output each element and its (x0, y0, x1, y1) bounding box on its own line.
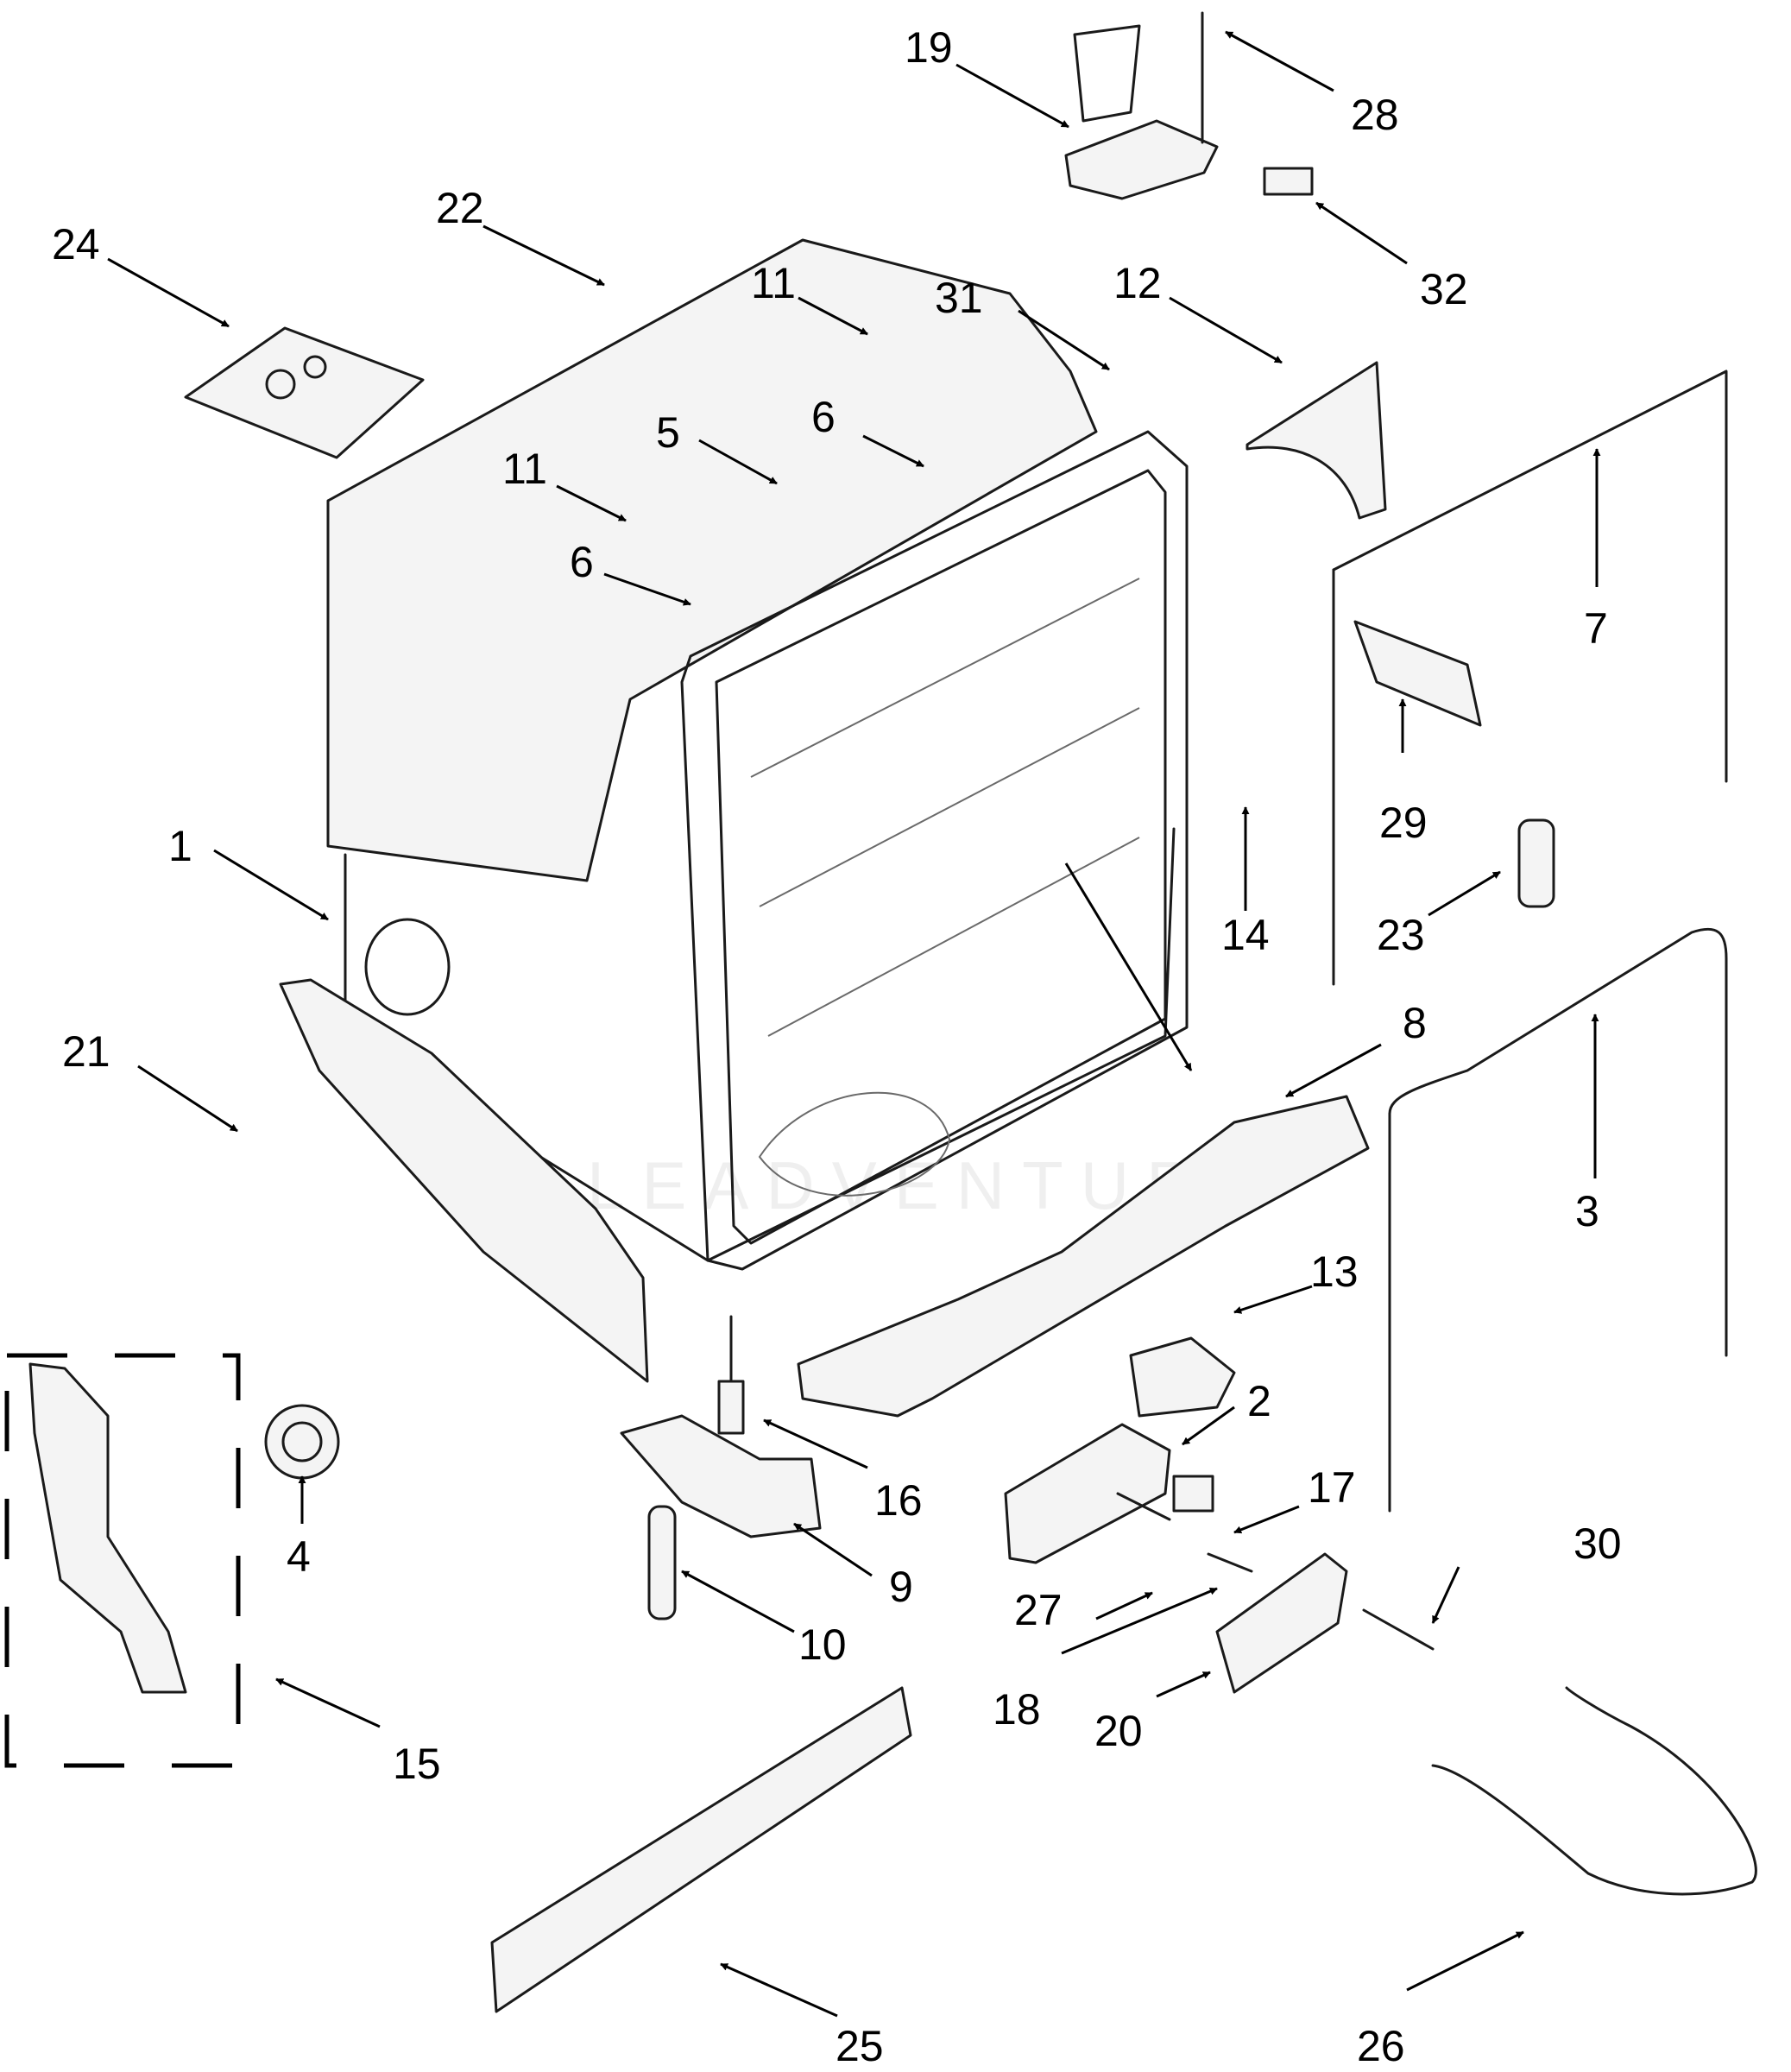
part-4-wheel (264, 1404, 340, 1480)
callout-28: 28 (1351, 91, 1399, 139)
part-12-corner-bracket (1246, 361, 1387, 520)
callout-30: 30 (1573, 1519, 1622, 1568)
callout-9: 9 (889, 1563, 913, 1611)
callout-5: 5 (656, 408, 680, 457)
part-10-tube (647, 1505, 677, 1620)
part-2-module (1004, 1423, 1171, 1564)
callout-19: 19 (905, 23, 953, 72)
callout-14: 14 (1221, 911, 1270, 959)
part-1-tub (344, 430, 1189, 1271)
callout-25: 25 (836, 2022, 884, 2070)
part-30-screw (1362, 1608, 1435, 1651)
callout-11b: 11 (502, 445, 547, 493)
part-9-bracket (620, 1414, 822, 1538)
part-13-sensor (1129, 1336, 1236, 1418)
callout-7: 7 (1584, 604, 1608, 653)
callout-labels: 1 2 3 4 5 6 6 7 8 9 10 11 11 12 13 14 15… (52, 23, 1622, 2070)
part-22-insulation-blanket (326, 238, 1098, 882)
callout-13: 13 (1310, 1248, 1359, 1296)
callout-11a: 11 (751, 259, 796, 307)
part-15-group-box (4, 1353, 241, 1768)
callout-6a: 6 (811, 393, 836, 441)
callout-16: 16 (874, 1476, 923, 1525)
callout-29: 29 (1379, 799, 1428, 847)
callout-4: 4 (287, 1532, 311, 1581)
part-19-vent (1064, 24, 1219, 200)
callout-1: 1 (168, 822, 192, 870)
callout-22: 22 (436, 184, 484, 232)
callout-20: 20 (1094, 1707, 1143, 1755)
callout-24: 24 (52, 220, 100, 268)
callout-32: 32 (1420, 265, 1468, 313)
callout-10: 10 (798, 1620, 847, 1669)
callout-17: 17 (1308, 1463, 1356, 1512)
callout-15: 15 (393, 1740, 441, 1788)
callout-31: 31 (935, 274, 983, 322)
callout-23: 23 (1377, 911, 1425, 959)
leader-lines (107, 30, 1601, 2018)
callout-12: 12 (1113, 259, 1162, 307)
callout-26: 26 (1357, 2022, 1405, 2070)
part-32-clip (1263, 167, 1314, 196)
part-27-screw (1116, 1492, 1171, 1521)
part-15-float-assembly (28, 1362, 187, 1694)
part-21-base-front (279, 978, 649, 1383)
part-3-seal (1388, 927, 1728, 1513)
callout-18: 18 (993, 1685, 1041, 1734)
part-25-toe-rail (490, 1686, 912, 2013)
part-23-rollers (1517, 818, 1555, 908)
part-7-door-gasket (1332, 370, 1728, 986)
callout-3: 3 (1575, 1187, 1599, 1235)
callout-27: 27 (1014, 1586, 1063, 1634)
callout-21: 21 (62, 1027, 110, 1076)
callout-2: 2 (1247, 1377, 1271, 1425)
part-29-hinge (1353, 620, 1482, 727)
callout-6b: 6 (570, 538, 594, 586)
part-18-screw (1207, 1552, 1253, 1573)
callout-8: 8 (1403, 999, 1427, 1047)
part-17-terminal (1172, 1475, 1214, 1513)
part-16-leveling-leg (717, 1315, 745, 1435)
part-24-hardware-bag (184, 326, 425, 459)
part-26-wire-harness (1431, 1686, 1757, 1896)
part-8-base (797, 1095, 1370, 1418)
part-20-cover (1215, 1552, 1348, 1694)
